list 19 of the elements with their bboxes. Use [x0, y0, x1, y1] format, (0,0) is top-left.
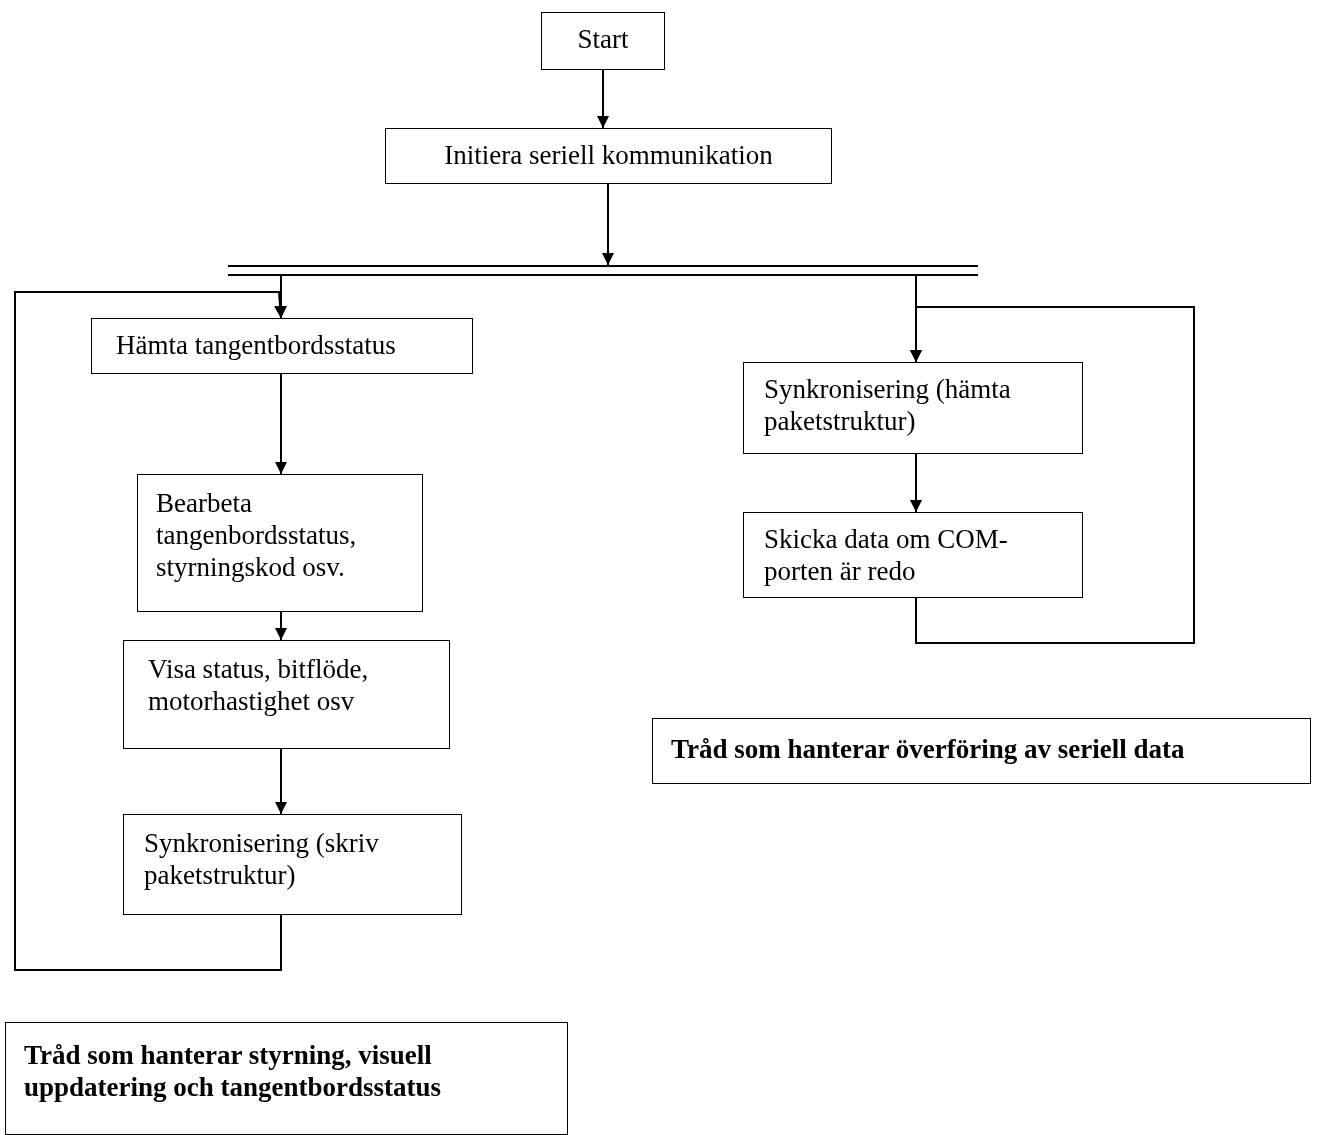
arrow: [602, 183, 614, 266]
arrow: [275, 748, 287, 815]
arrow: [275, 611, 287, 641]
start-box: Start: [541, 12, 665, 70]
process-box: Hämta tangentbordsstatus: [91, 318, 473, 374]
process-box: Initiera seriell kommunikation: [385, 128, 832, 184]
arrow: [275, 373, 287, 475]
process-box: Visa status, bitflöde, motorhastighet osv: [123, 640, 450, 749]
process-box: Skicka data om COM-porten är redo: [743, 512, 1083, 598]
process-box: Bearbeta tangenbordsstatus, styrningskod osv.: [137, 474, 423, 612]
fork-bar: [228, 265, 978, 276]
arrow: [910, 453, 922, 513]
thread-label-box: Tråd som hanterar överföring av seriell data: [652, 718, 1311, 784]
process-box: Synkronisering (hämta paketstruktur): [743, 362, 1083, 454]
loop-arrow: [14, 291, 287, 971]
arrow: [597, 69, 609, 129]
loop-arrow: [910, 306, 1195, 644]
process-box: Synkronisering (skriv paketstruktur): [123, 814, 462, 915]
thread-label-box: Tråd som hanterar styrning, visuell uppdatering och tangentbordsstatus: [5, 1022, 568, 1135]
